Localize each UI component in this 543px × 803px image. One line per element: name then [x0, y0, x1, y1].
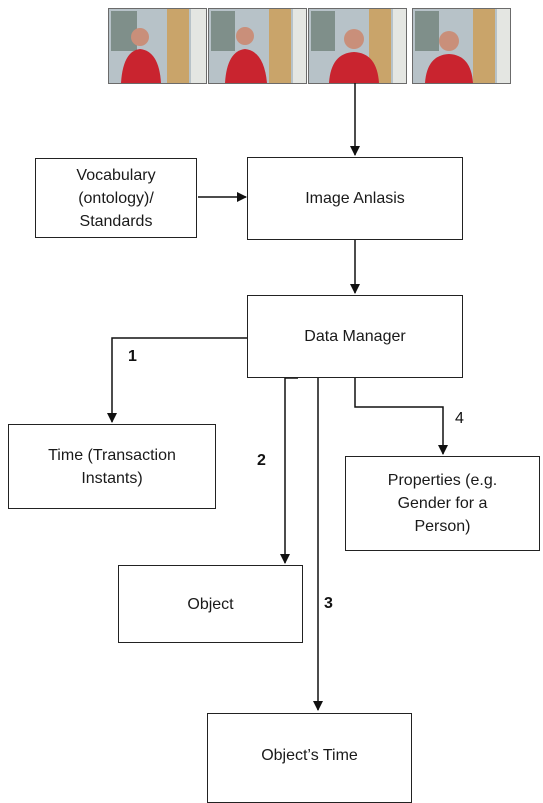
vocabulary-label: Vocabulary (ontology)/ Standards — [76, 166, 156, 230]
video-frame-3 — [308, 8, 407, 84]
video-frame-4-image — [413, 9, 510, 83]
vocabulary-box: Vocabulary (ontology)/ Standards — [35, 158, 197, 238]
video-frame-1 — [108, 8, 207, 84]
edge-label-1: 1 — [128, 348, 137, 365]
image-analysis-box: Image Anlasis — [247, 157, 463, 240]
objects-time-box: Object’s Time — [207, 713, 412, 803]
object-label: Object — [187, 595, 234, 613]
arrow-manager-to-time — [107, 337, 247, 423]
edge-label-2: 2 — [257, 452, 266, 469]
video-frame-3-image — [309, 9, 406, 83]
data-manager-box: Data Manager — [247, 295, 463, 378]
objects-time-label: Object’s Time — [261, 747, 358, 764]
video-frame-2-image — [209, 9, 306, 83]
video-frame-2 — [208, 8, 307, 84]
properties-box: Properties (e.g. Gender for a Person) — [345, 456, 540, 551]
video-frame-4 — [412, 8, 511, 84]
edge-label-3: 3 — [324, 595, 333, 612]
properties-label: Properties (e.g. Gender for a Person) — [387, 472, 498, 535]
image-analysis-label: Image Anlasis — [305, 190, 405, 207]
object-box: Object — [118, 565, 303, 643]
time-label: Time (Transaction Instants) — [48, 446, 176, 487]
arrow-manager-to-properties — [354, 378, 448, 455]
edge-label-4: 4 — [455, 410, 464, 427]
data-manager-label: Data Manager — [304, 328, 406, 345]
time-box: Time (Transaction Instants) — [8, 424, 216, 509]
arrow-manager-to-object — [280, 377, 298, 564]
video-frame-1-image — [109, 9, 206, 83]
